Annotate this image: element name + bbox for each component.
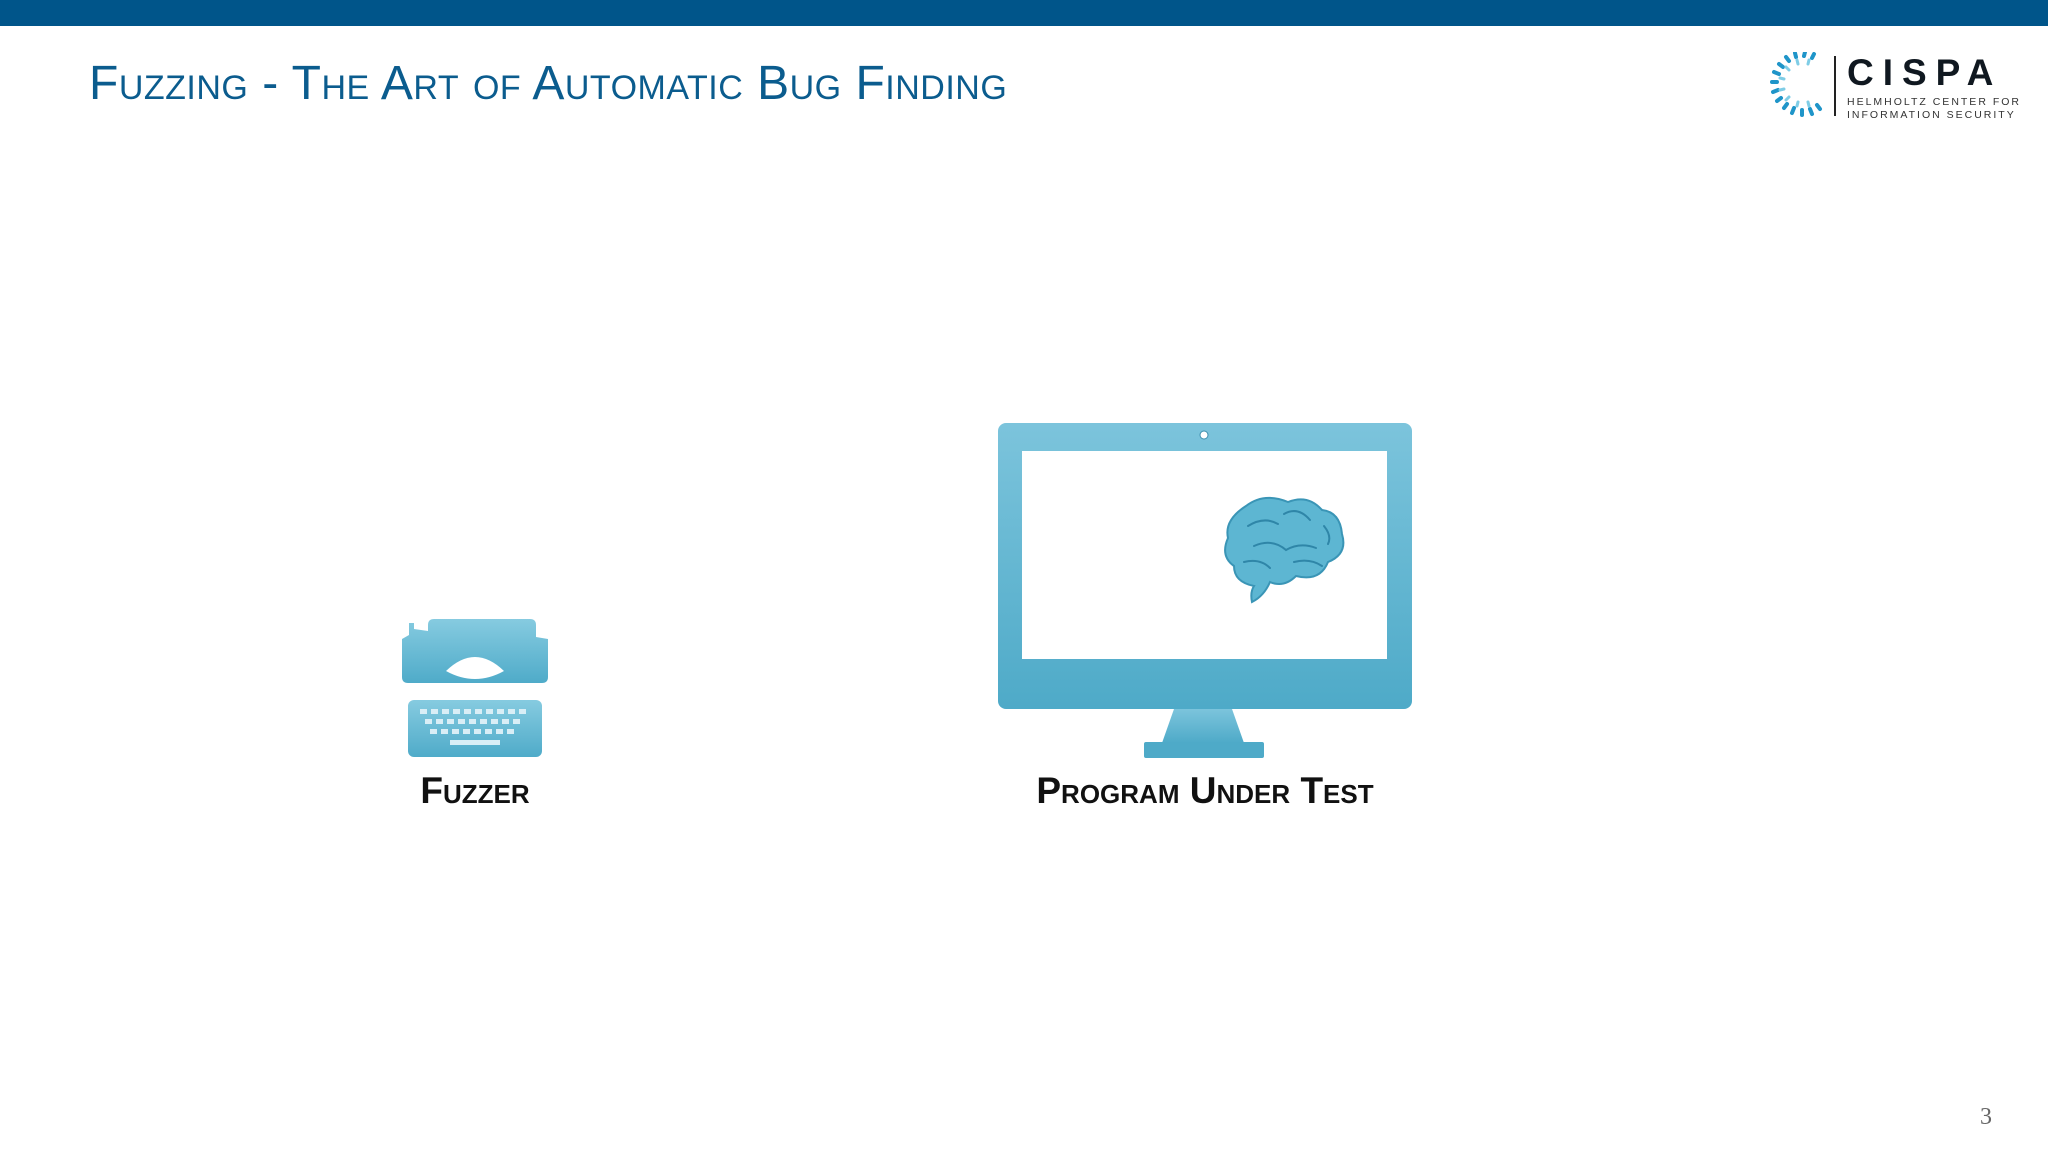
brain-icon bbox=[1224, 496, 1345, 604]
cispa-emblem-icon bbox=[1770, 52, 1822, 117]
page-number: 3 bbox=[1980, 1104, 1992, 1130]
logo-subtitle-line1: HELMHOLTZ CENTER FOR bbox=[1847, 96, 2021, 108]
top-bar bbox=[0, 0, 2048, 26]
typewriter-icon bbox=[402, 619, 548, 757]
monitor-icon bbox=[998, 423, 1412, 758]
cispa-logo: CISPA HELMHOLTZ CENTER FOR INFORMATION S… bbox=[1768, 52, 2021, 122]
slide-title: Fuzzing - The Art of Automatic Bug Findi… bbox=[89, 57, 1008, 110]
program-under-test-label: Program Under Test bbox=[1036, 770, 1374, 811]
logo-subtitle-line2: INFORMATION SECURITY bbox=[1847, 109, 2016, 121]
logo-divider bbox=[1834, 56, 1836, 116]
fuzzer-label: Fuzzer bbox=[420, 770, 530, 811]
logo-subtitle: HELMHOLTZ CENTER FOR INFORMATION SECURIT… bbox=[1847, 96, 2021, 122]
logo-wordmark: CISPA bbox=[1847, 52, 2003, 93]
